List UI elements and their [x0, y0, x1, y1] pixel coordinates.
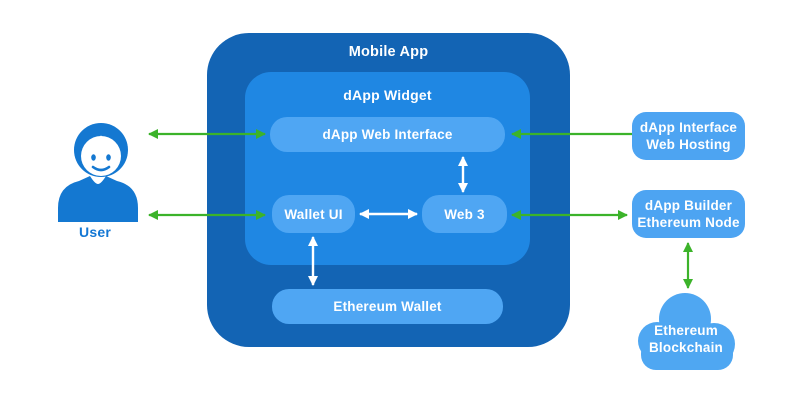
web-hosting-label: dApp Interface Web Hosting: [639, 120, 738, 152]
mobile-app-title: Mobile App: [348, 44, 429, 60]
ethereum-wallet-label: Ethereum Wallet: [333, 299, 442, 314]
user-icon: [58, 123, 138, 222]
cloud-icon: [638, 293, 735, 370]
user-label: User: [79, 224, 111, 240]
dapp-interface-web-hosting-node: dApp Interface Web Hosting: [632, 112, 745, 160]
web3-label: Web 3: [444, 206, 485, 222]
web3-node: Web 3: [422, 195, 507, 233]
blockchain-label: Ethereum Blockchain: [648, 322, 724, 355]
ethereum-node-label: dApp Builder Ethereum Node: [637, 198, 740, 230]
ethereum-wallet-node: Ethereum Wallet: [272, 289, 503, 324]
dapp-widget-container: dApp Widget dApp Web Interface Wallet UI…: [245, 72, 530, 265]
ethereum-blockchain-node: Ethereum Blockchain: [635, 291, 737, 372]
dapp-builder-ethereum-node: dApp Builder Ethereum Node: [632, 190, 745, 238]
user-node: [54, 120, 142, 222]
dapp-web-interface-label: dApp Web Interface: [322, 127, 453, 142]
wallet-ui-label: Wallet UI: [284, 206, 343, 222]
dapp-widget-title: dApp Widget: [343, 87, 432, 103]
mobile-app-container: Mobile App dApp Widget dApp Web Interfac…: [207, 33, 570, 347]
dapp-web-interface-node: dApp Web Interface: [270, 117, 505, 152]
wallet-ui-node: Wallet UI: [272, 195, 355, 233]
